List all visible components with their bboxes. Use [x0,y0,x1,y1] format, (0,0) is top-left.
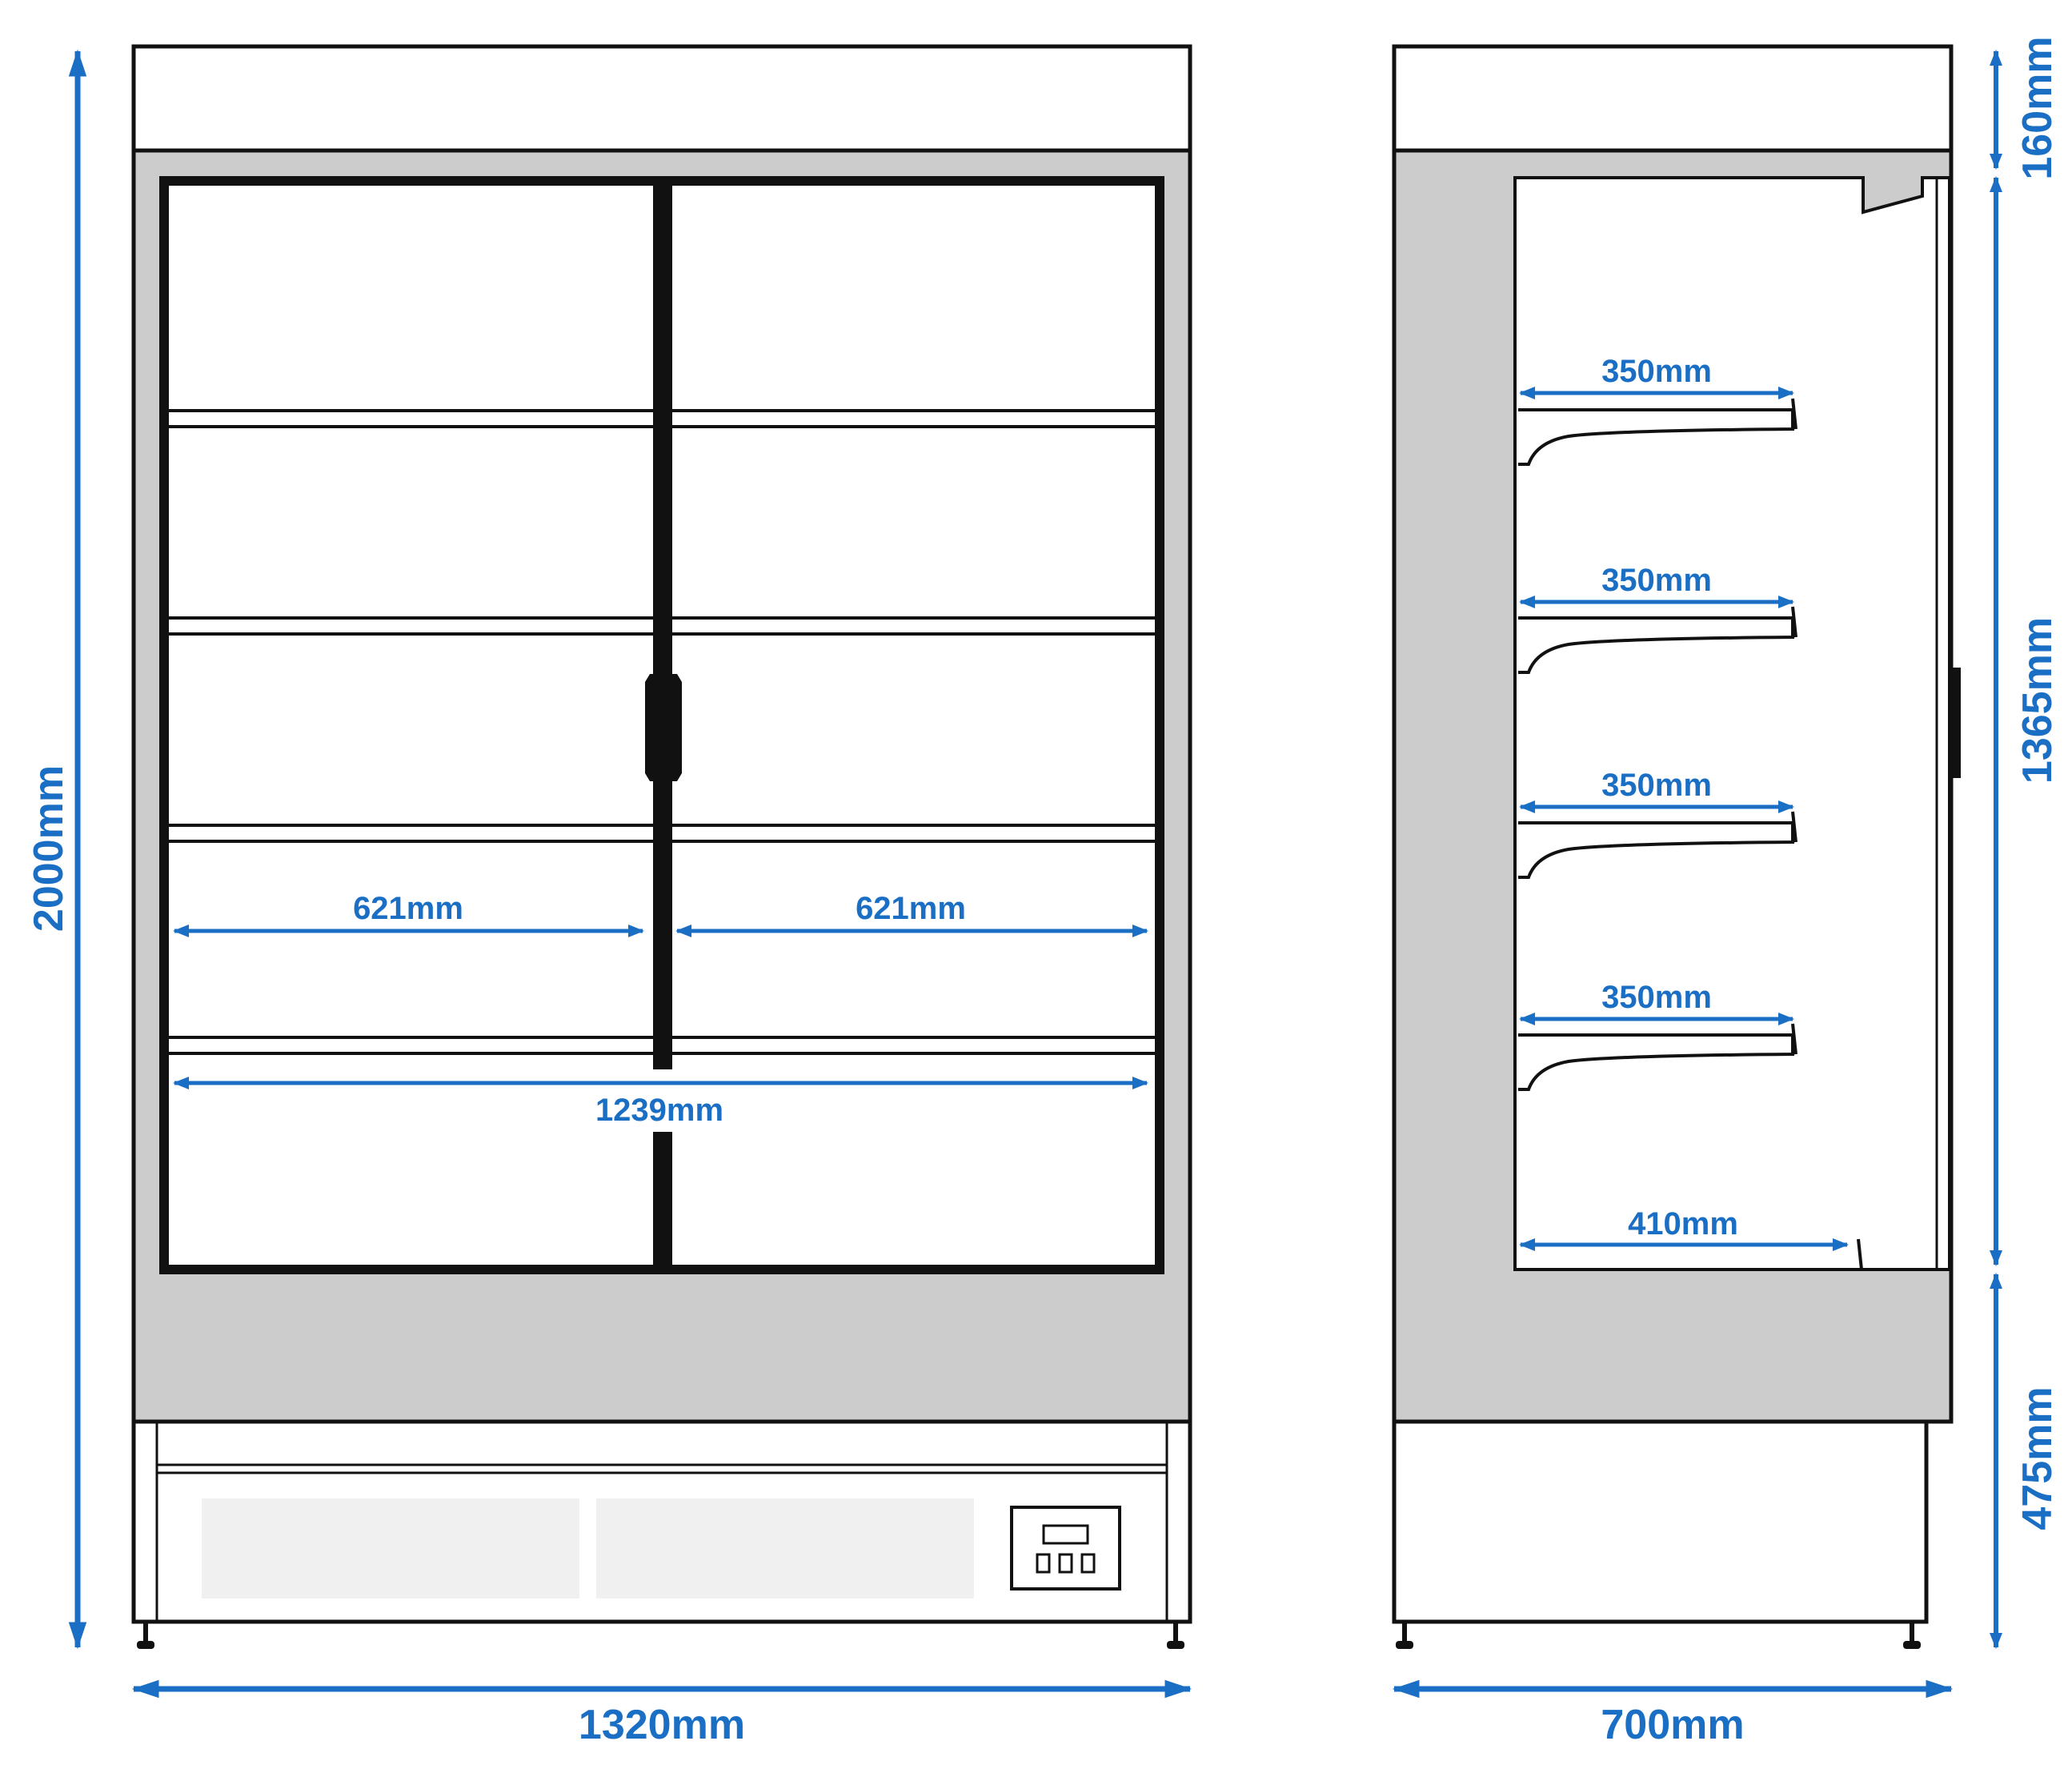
control-panel [1010,1506,1121,1590]
base-vent-right [596,1498,974,1599]
front-view [131,44,1192,1649]
label-display-section: 1365mm [2014,617,2061,784]
label-shelf-4: 350mm [1601,980,1712,1015]
label-base-section: 475mm [2014,1386,2061,1530]
label-half-width-left: 621mm [353,891,463,926]
side-feet [1396,1622,1921,1649]
label-total-width: 1320mm [579,1702,745,1748]
label-inner-width: 1239mm [595,1093,723,1128]
side-interior [1513,176,1951,1271]
label-total-depth: 700mm [1601,1702,1744,1748]
label-shelf-3: 350mm [1601,768,1712,803]
side-base-panel [1392,1419,1929,1624]
door-handle [645,674,682,781]
label-half-width-right: 621mm [856,891,966,926]
controller-display [1042,1524,1089,1545]
controller-button [1036,1553,1051,1574]
dimension-lines [68,49,2002,1699]
controller-button [1058,1553,1073,1574]
label-top-section: 160mm [2014,36,2061,179]
label-shelf-2: 350mm [1601,563,1712,598]
door-mullion-lower [653,1132,672,1270]
side-shelf-brackets [1518,398,1863,1270]
label-bottom-depth: 410mm [1628,1206,1738,1242]
front-feet [137,1622,1184,1649]
side-view [1392,44,1961,1649]
base-vent-left [202,1498,579,1599]
side-top-panel [1392,44,1954,153]
label-shelf-1: 350mm [1601,354,1712,389]
door-mullion-upper [653,181,672,1069]
label-total-height: 2000mm [26,765,72,932]
controller-button [1080,1553,1096,1574]
dimension-labels: 2000mm 1320mm 621mm 621mm 1239mm 700mm 3… [26,36,2061,1748]
front-top-panel [131,44,1192,153]
side-door-handle [1951,668,1961,778]
